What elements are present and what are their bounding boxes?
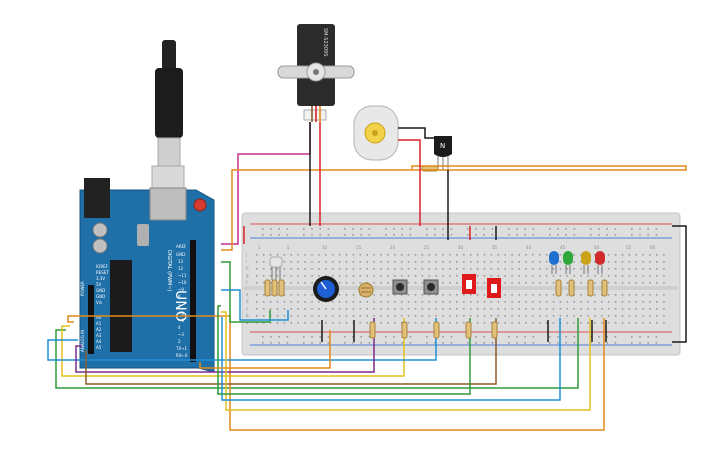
power-label-reset: RESET (96, 270, 109, 275)
resistor-bank-right[interactable] (555, 279, 608, 297)
analog-group-label: ANALOG IN (80, 330, 85, 352)
pin-label-13: 13 (178, 259, 184, 264)
analog-label-a5: A5 (96, 345, 102, 350)
col-num-50: 50 (594, 245, 600, 250)
led-blue[interactable] (549, 251, 559, 274)
row-letter-f: f (246, 280, 248, 285)
arduino-brand-label: UNO (172, 290, 188, 322)
resistor-bank-left[interactable] (264, 279, 285, 297)
transistor-type-label: N (440, 142, 445, 150)
col-num-55: 55 (626, 245, 632, 250)
photoresistor[interactable] (358, 282, 374, 298)
led-red[interactable] (595, 251, 605, 274)
row-letter-h: h (246, 266, 249, 271)
col-num-35: 35 (492, 245, 498, 250)
breadboard[interactable]: 1 5 10 15 20 25 30 35 40 45 50 55 60 j i… (241, 212, 681, 356)
power-label-vin: Vin (96, 300, 103, 305)
analog-label-a4: A4 (96, 339, 102, 344)
pin-label-3: ~3 (178, 332, 184, 337)
resistor-row-bottom[interactable] (369, 321, 498, 339)
row-letter-e: e (246, 292, 249, 297)
servo-wires (311, 106, 321, 122)
servo-model-label: SM-S2309S (322, 28, 328, 56)
power-label-ioref: IOREF (96, 264, 109, 269)
usb-cable[interactable] (151, 40, 185, 207)
col-num-1: 1 (258, 245, 261, 250)
pushbutton-1[interactable] (392, 279, 408, 295)
col-num-20: 20 (390, 245, 396, 250)
servo-motor[interactable]: SM-S2309S (277, 24, 355, 121)
col-num-5: 5 (287, 245, 290, 250)
col-num-60: 60 (650, 245, 656, 250)
col-num-40: 40 (526, 245, 532, 250)
pin-label-8: 8 (178, 294, 181, 299)
pin-label-tx: TX→1 (175, 346, 188, 351)
wires (47, 122, 687, 431)
pin-label-rx: RX←0 (176, 353, 188, 358)
led-yellow[interactable] (581, 251, 591, 274)
ground-jumpers (321, 320, 607, 342)
analog-label-a2: A2 (96, 327, 102, 332)
col-num-25: 25 (424, 245, 430, 250)
col-num-30: 30 (458, 245, 464, 250)
row-letter-i: i (246, 259, 247, 264)
col-num-45: 45 (560, 245, 566, 250)
row-letter-d: d (246, 299, 249, 304)
power-label-gnd-1: GND (96, 288, 105, 293)
power-label-gnd-2: GND (96, 294, 105, 299)
row-letter-j: j (245, 252, 247, 257)
col-num-15: 15 (356, 245, 362, 250)
dip-switch-2[interactable] (487, 278, 501, 298)
pin-label-gnd: GND (176, 252, 185, 257)
pin-label-6: ~6 (178, 311, 184, 316)
pin-label-12: 12 (178, 266, 184, 271)
pin-label-2: 2 (178, 339, 181, 344)
analog-label-a1: A1 (96, 321, 102, 326)
pin-label-5: ~5 (178, 318, 184, 323)
arduino-uno-board[interactable]: UNO DIGITAL (PWM~) AREF GND 13 12 ~11 ~1… (79, 178, 215, 373)
pin-label-4: 4 (178, 325, 181, 330)
pushbutton-2[interactable] (423, 279, 439, 295)
power-label-3v3: 3.3V (96, 276, 105, 281)
analog-label-a3: A3 (96, 333, 102, 338)
dip-switch-1[interactable] (462, 274, 476, 294)
npn-transistor[interactable]: N (434, 136, 452, 170)
col-num-10: 10 (322, 245, 328, 250)
row-letter-g: g (246, 273, 249, 278)
row-letter-c: c (246, 306, 248, 311)
digital-pins-label: DIGITAL (PWM~) (166, 250, 172, 292)
led-green[interactable] (563, 251, 573, 274)
power-group-label: POWER (80, 281, 85, 296)
analog-label-a0: A0 (96, 315, 102, 320)
pin-label-11: ~11 (178, 273, 187, 278)
pin-label-9: ~9 (178, 287, 184, 292)
pin-label-aref: AREF (176, 244, 187, 249)
potentiometer[interactable] (313, 276, 339, 302)
power-label-5v: 5V (96, 282, 102, 287)
pin-label-10: ~10 (178, 280, 187, 285)
led-rgb[interactable] (269, 256, 283, 280)
dc-motor[interactable] (353, 105, 399, 161)
row-letter-b: b (246, 313, 249, 318)
pin-label-7: 7 (178, 304, 181, 309)
